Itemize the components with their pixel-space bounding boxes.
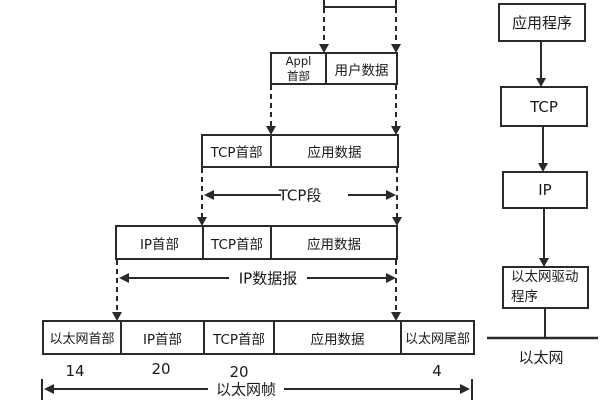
- ip-datagram-label: IP数据报: [238, 269, 298, 288]
- ethernet-frame-label: 以太网帧: [215, 380, 277, 399]
- stack-tcp-box: TCP: [500, 86, 588, 127]
- eth-trailer-cell: 以太网尾部: [404, 332, 470, 347]
- byte-size-eth-header: 14: [65, 362, 85, 380]
- tcp-header-cell-2: TCP首部: [204, 227, 272, 258]
- byte-size-ip-header: 20: [151, 360, 171, 378]
- eth-header-cell: 以太网首部: [44, 322, 122, 353]
- tcp-header-cell: TCP首部: [203, 136, 272, 166]
- top-user-data-box: [323, 0, 397, 8]
- app-data-cell-2: 应用数据: [307, 236, 361, 253]
- app-data-cell-3: 应用数据: [275, 322, 402, 353]
- appl-header-cell: Appl 首部: [272, 54, 327, 83]
- stack-ethernet-driver-box: 以太网驱动 程序: [502, 266, 589, 309]
- tcp-row: TCP首部 应用数据: [201, 134, 399, 168]
- ip-header-cell: IP首部: [117, 227, 204, 258]
- app-data-cell: 应用数据: [307, 145, 362, 161]
- user-data-cell: 用户数据: [334, 62, 389, 79]
- appl-header-line2: 首部: [286, 68, 310, 83]
- stack-ip-box: IP: [502, 171, 588, 209]
- byte-size-tcp-header: 20: [229, 363, 249, 381]
- driver-label-line1: 以太网驱动: [511, 268, 579, 285]
- tcp-segment-label: TCP段: [278, 186, 322, 205]
- stack-application-box: 应用程序: [498, 3, 586, 42]
- ethernet-bus-label: 以太网: [518, 348, 564, 367]
- ip-header-cell-2: IP首部: [122, 322, 205, 353]
- tcp-header-cell-3: TCP首部: [205, 322, 275, 353]
- driver-label-line2: 程序: [511, 288, 538, 305]
- byte-size-eth-trailer: 4: [432, 362, 442, 380]
- ip-row: IP首部 TCP首部 应用数据: [115, 225, 398, 260]
- appl-row: Appl 首部 用户数据: [270, 52, 398, 85]
- appl-header-line1: Appl: [285, 54, 312, 69]
- ethernet-row: 以太网首部 IP首部 TCP首部 应用数据 以太网尾部: [42, 320, 475, 355]
